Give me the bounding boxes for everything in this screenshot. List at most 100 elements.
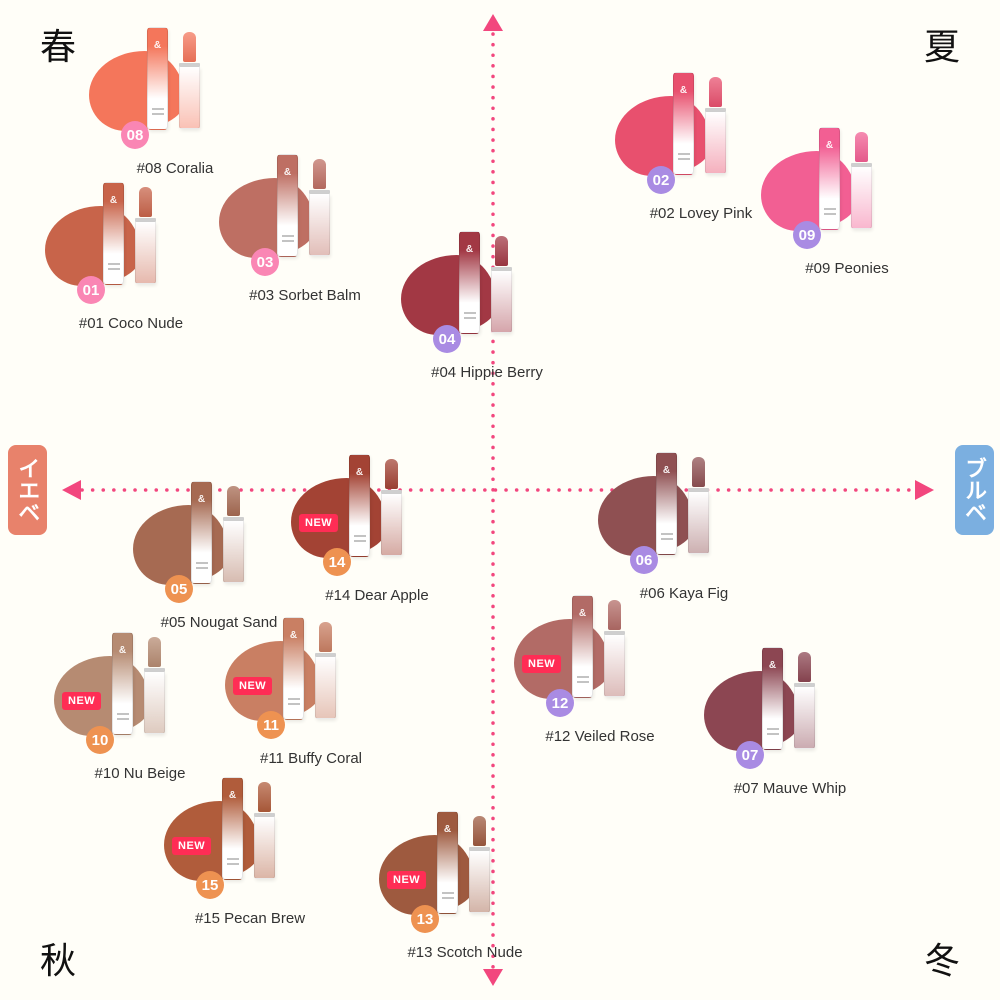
lipstick-bullet (139, 187, 152, 217)
tube-body (604, 635, 625, 697)
season-label-autumn: 秋 (40, 940, 77, 981)
brand-ampersand-logo: & (153, 40, 162, 51)
tube-text-line (288, 703, 300, 705)
lipstick-bullet (313, 159, 326, 189)
tube-text-line (108, 263, 120, 265)
lipstick-bullet (692, 457, 705, 487)
product-05: & NEW 05 #05 Nougat Sand (129, 479, 309, 639)
lipstick-bullet (798, 652, 811, 682)
tube-silver-band (381, 490, 402, 494)
lip-color-swatch-blob (615, 96, 711, 176)
tube-text-line (282, 240, 294, 242)
season-label-summer: 夏 (923, 26, 960, 67)
shade-label: #15 Pecan Brew (194, 910, 306, 927)
tube-silver-band (469, 847, 490, 851)
lipstick-tube-open (179, 32, 200, 132)
arrow-left-icon (62, 480, 81, 500)
lipstick-bullet (183, 32, 196, 62)
new-badge: NEW (299, 514, 339, 532)
tube-body (315, 657, 336, 719)
lip-color-swatch-blob (45, 206, 141, 286)
lipstick-tube-open (491, 236, 512, 336)
tube-text-line (227, 858, 239, 860)
shade-label: #12 Veiled Rose (545, 728, 655, 745)
lipstick-tube-open (604, 600, 625, 700)
lipstick-tube-closed: & (572, 595, 593, 698)
lipstick-tube-closed: & (656, 452, 677, 555)
tube-body (254, 817, 275, 879)
lip-color-swatch-blob (401, 255, 497, 335)
tube-text-line (442, 897, 454, 899)
brand-ampersand-logo: & (283, 167, 292, 178)
tube-silver-band (851, 163, 872, 167)
tube-text-line (824, 208, 836, 210)
shade-number-badge: 14 (323, 548, 351, 576)
tube-body (794, 687, 815, 749)
lipstick-tube-open (254, 782, 275, 882)
lipstick-tube-closed: & (277, 154, 298, 257)
lipstick-tube-closed: & (762, 647, 783, 750)
brand-ampersand-logo: & (228, 790, 237, 801)
season-label-winter: 冬 (923, 940, 960, 981)
lip-color-swatch-blob (89, 51, 185, 131)
product-11: & NEW 11 #11 Buffy Coral (221, 615, 401, 775)
product-08: & NEW 08 #08 Coralia (85, 25, 265, 185)
shade-number-badge: 04 (433, 325, 461, 353)
tube-body (381, 494, 402, 556)
tube-text-line (678, 158, 690, 160)
new-badge: NEW (233, 677, 273, 695)
lip-color-swatch-blob (219, 178, 315, 258)
tube-silver-band (309, 190, 330, 194)
shade-number-badge: 06 (630, 546, 658, 574)
lipstick-tube-closed: & (437, 811, 458, 914)
arrow-down-icon (483, 969, 503, 986)
arrow-up-icon (483, 14, 503, 31)
brand-ampersand-logo: & (679, 85, 688, 96)
tube-body (491, 271, 512, 333)
product-03: & NEW 03 #03 Sorbet Balm (215, 152, 395, 312)
tube-silver-band (491, 267, 512, 271)
lipstick-bullet (148, 637, 161, 667)
tube-body (309, 194, 330, 256)
product-13: & NEW 13 #13 Scotch Nude (375, 809, 555, 969)
tube-text-line (354, 535, 366, 537)
lip-color-swatch-blob (761, 151, 857, 231)
tube-text-line (767, 733, 779, 735)
lipstick-tube-closed: & (349, 454, 370, 557)
tube-silver-band (135, 218, 156, 222)
lipstick-tube-closed: & (283, 617, 304, 720)
brand-ampersand-logo: & (355, 467, 364, 478)
lipstick-bullet (385, 459, 398, 489)
product-10: & NEW 10 #10 Nu Beige (50, 630, 230, 790)
shade-number-badge: 07 (736, 741, 764, 769)
shade-label: #08 Coralia (136, 160, 214, 177)
shade-label: #03 Sorbet Balm (249, 287, 361, 304)
lipstick-tube-open (851, 132, 872, 232)
lip-color-swatch-blob (704, 671, 800, 751)
shade-number-badge: 08 (121, 121, 149, 149)
lipstick-tube-closed: & (459, 231, 480, 334)
lipstick-bullet (855, 132, 868, 162)
tube-silver-band (179, 63, 200, 67)
product-02: & NEW 02 #02 Lovey Pink (611, 70, 791, 230)
tube-text-line (196, 567, 208, 569)
lipstick-tube-closed: & (103, 182, 124, 285)
brand-ampersand-logo: & (118, 645, 127, 656)
tube-body (179, 67, 200, 129)
lipstick-tube-closed: & (147, 27, 168, 130)
lipstick-tube-open (315, 622, 336, 722)
shade-number-badge: 12 (546, 689, 574, 717)
tube-silver-band (705, 108, 726, 112)
axis-tag-cool-tone: ブルベ (954, 445, 994, 535)
lipstick-bullet (258, 782, 271, 812)
shade-label: #05 Nougat Sand (160, 614, 278, 631)
brand-ampersand-logo: & (465, 244, 474, 255)
tube-text-line (577, 676, 589, 678)
tube-text-line (767, 728, 779, 730)
tube-text-line (196, 562, 208, 564)
tube-text-line (117, 713, 129, 715)
lipstick-tube-closed: & (191, 481, 212, 584)
lipstick-tube-open (469, 816, 490, 916)
tube-body (135, 222, 156, 284)
tube-text-line (117, 718, 129, 720)
